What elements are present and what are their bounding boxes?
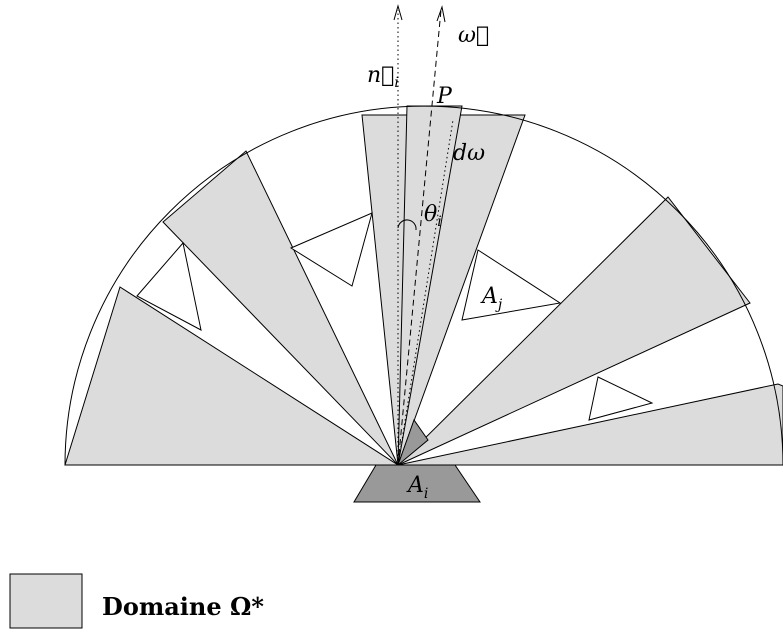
triangle-right bbox=[588, 376, 654, 421]
label-point-p: P bbox=[436, 84, 453, 109]
normal-arrowhead bbox=[393, 4, 403, 21]
sector-left-upper bbox=[162, 150, 399, 466]
hemisphere-arc bbox=[64, 105, 783, 466]
triangle-aj bbox=[461, 249, 562, 321]
label-normal-vector: n⃗i bbox=[367, 63, 399, 91]
legend-swatch bbox=[9, 573, 83, 629]
label-d-omega: dω bbox=[453, 141, 485, 166]
legend-label: Domaine Ω* bbox=[102, 592, 264, 621]
sector-right-upper bbox=[397, 196, 751, 466]
label-aj: Aj bbox=[480, 284, 503, 313]
triangle-left bbox=[136, 241, 202, 331]
label-theta: θi bbox=[424, 202, 442, 230]
theta-arc bbox=[397, 219, 417, 231]
patch-ai bbox=[353, 464, 481, 503]
sector-small-dark bbox=[396, 418, 429, 467]
label-ai: Ai bbox=[406, 473, 428, 502]
direction-arrowhead bbox=[436, 5, 446, 23]
label-omega-vector: ω⃗ bbox=[458, 23, 489, 48]
direction-vector-line bbox=[397, 9, 442, 466]
triangle-upper-left bbox=[289, 212, 373, 287]
